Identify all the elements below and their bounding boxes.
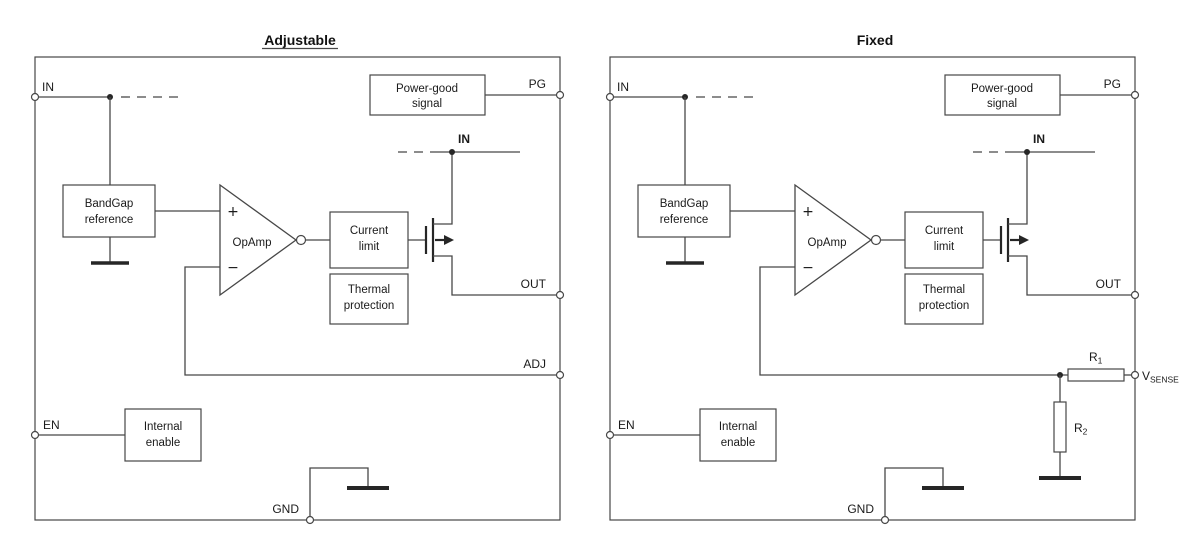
junction-dot	[449, 149, 455, 155]
diagram-title: Fixed	[857, 32, 894, 48]
ic-boundary	[34, 56, 561, 521]
adjustable-diagram: Adjustable IN BandGap reference + − OpAm…	[30, 32, 565, 525]
diagram-title: Adjustable	[264, 32, 336, 48]
ic-boundary	[609, 56, 1136, 521]
current-limit-block	[904, 211, 984, 269]
opamp-output-node	[870, 234, 882, 246]
thermal-protection-block	[329, 273, 409, 325]
resistor-r1	[1067, 368, 1125, 382]
internal-enable-label-line1: Internal	[144, 421, 182, 433]
opamp-minus-sign: −	[802, 260, 814, 276]
mosfet-arrow-head	[1019, 235, 1029, 245]
r2-label: R2	[1074, 421, 1088, 437]
top-in-label: IN	[1033, 132, 1045, 146]
internal-enable-block	[124, 408, 202, 462]
pin-en-label: EN	[618, 418, 635, 432]
mosfet-source-lead-and-out-wire	[1008, 255, 1131, 296]
pin-gnd	[880, 515, 890, 525]
pin-gnd-label: GND	[272, 502, 299, 516]
mosfet-symbol	[424, 152, 556, 296]
pin-in-label: IN	[617, 80, 629, 94]
pin-in	[30, 92, 40, 102]
pin-gnd-label: GND	[847, 502, 874, 516]
power-good-block	[944, 74, 1061, 116]
current-limit-label-line2: limit	[934, 241, 955, 253]
thermal-label-line1: Thermal	[348, 284, 390, 296]
opamp-minus-sign: −	[227, 260, 239, 276]
top-in-label: IN	[458, 132, 470, 146]
internal-enable-block	[699, 408, 777, 462]
junction-dot	[1024, 149, 1030, 155]
power-good-label-line2: signal	[987, 98, 1017, 110]
current-limit-block	[329, 211, 409, 269]
pin-out	[555, 290, 565, 300]
opamp-output-node	[295, 234, 307, 246]
gnd-wire	[884, 467, 944, 516]
internal-enable-label-line2: enable	[721, 437, 756, 449]
pin-vsense	[1130, 370, 1140, 380]
thermal-label-line2: protection	[344, 300, 395, 312]
mosfet-drain-lead	[1008, 152, 1028, 225]
pin-pg	[555, 90, 565, 100]
bandgap-block	[62, 184, 156, 238]
current-limit-label-line1: Current	[925, 225, 964, 237]
pin-en-label: EN	[43, 418, 60, 432]
pin-out-label: OUT	[521, 277, 547, 291]
r1-label: R1	[1089, 350, 1103, 366]
feedback-wire	[184, 266, 556, 376]
opamp-label: OpAmp	[233, 237, 272, 249]
current-limit-label-line1: Current	[350, 225, 389, 237]
internal-enable-label-line1: Internal	[719, 421, 757, 433]
bandgap-label-line1: BandGap	[85, 198, 134, 210]
thermal-protection-block	[904, 273, 984, 325]
opamp-plus-sign: +	[227, 204, 239, 220]
thermal-label-line2: protection	[919, 300, 970, 312]
thermal-label-line1: Thermal	[923, 284, 965, 296]
pin-adj-label: ADJ	[523, 357, 546, 371]
pin-in-label: IN	[42, 80, 54, 94]
opamp-triangle	[794, 183, 873, 297]
feedback-wire	[759, 266, 1068, 376]
pin-pg-label: PG	[1104, 77, 1121, 91]
power-good-label-line2: signal	[412, 98, 442, 110]
resistor-r2	[1053, 401, 1067, 453]
pin-gnd	[305, 515, 315, 525]
pin-in	[605, 92, 615, 102]
mosfet-symbol	[999, 152, 1131, 296]
pin-en	[30, 430, 40, 440]
internal-enable-label-line2: enable	[146, 437, 181, 449]
opamp-triangle	[219, 183, 298, 297]
current-limit-label-line2: limit	[359, 241, 380, 253]
mosfet-source-lead-and-out-wire	[433, 255, 556, 296]
bandgap-label-line2: reference	[660, 214, 709, 226]
pin-en	[605, 430, 615, 440]
pin-adj	[555, 370, 565, 380]
bandgap-label-line1: BandGap	[660, 198, 709, 210]
opamp-plus-sign: +	[802, 204, 814, 220]
power-good-label-line1: Power-good	[396, 83, 458, 95]
pin-vsense-label: VSENSE	[1142, 369, 1179, 385]
mosfet-drain-lead	[433, 152, 453, 225]
opamp-label: OpAmp	[808, 237, 847, 249]
pin-pg-label: PG	[529, 77, 546, 91]
bandgap-block	[637, 184, 731, 238]
pin-pg	[1130, 90, 1140, 100]
power-good-label-line1: Power-good	[971, 83, 1033, 95]
pin-out-label: OUT	[1096, 277, 1122, 291]
bandgap-label-line2: reference	[85, 214, 134, 226]
mosfet-arrow-head	[444, 235, 454, 245]
pin-out	[1130, 290, 1140, 300]
gnd-wire	[309, 467, 369, 516]
fixed-diagram: Fixed IN BandGap reference + − OpAmp Cur…	[605, 32, 1179, 525]
